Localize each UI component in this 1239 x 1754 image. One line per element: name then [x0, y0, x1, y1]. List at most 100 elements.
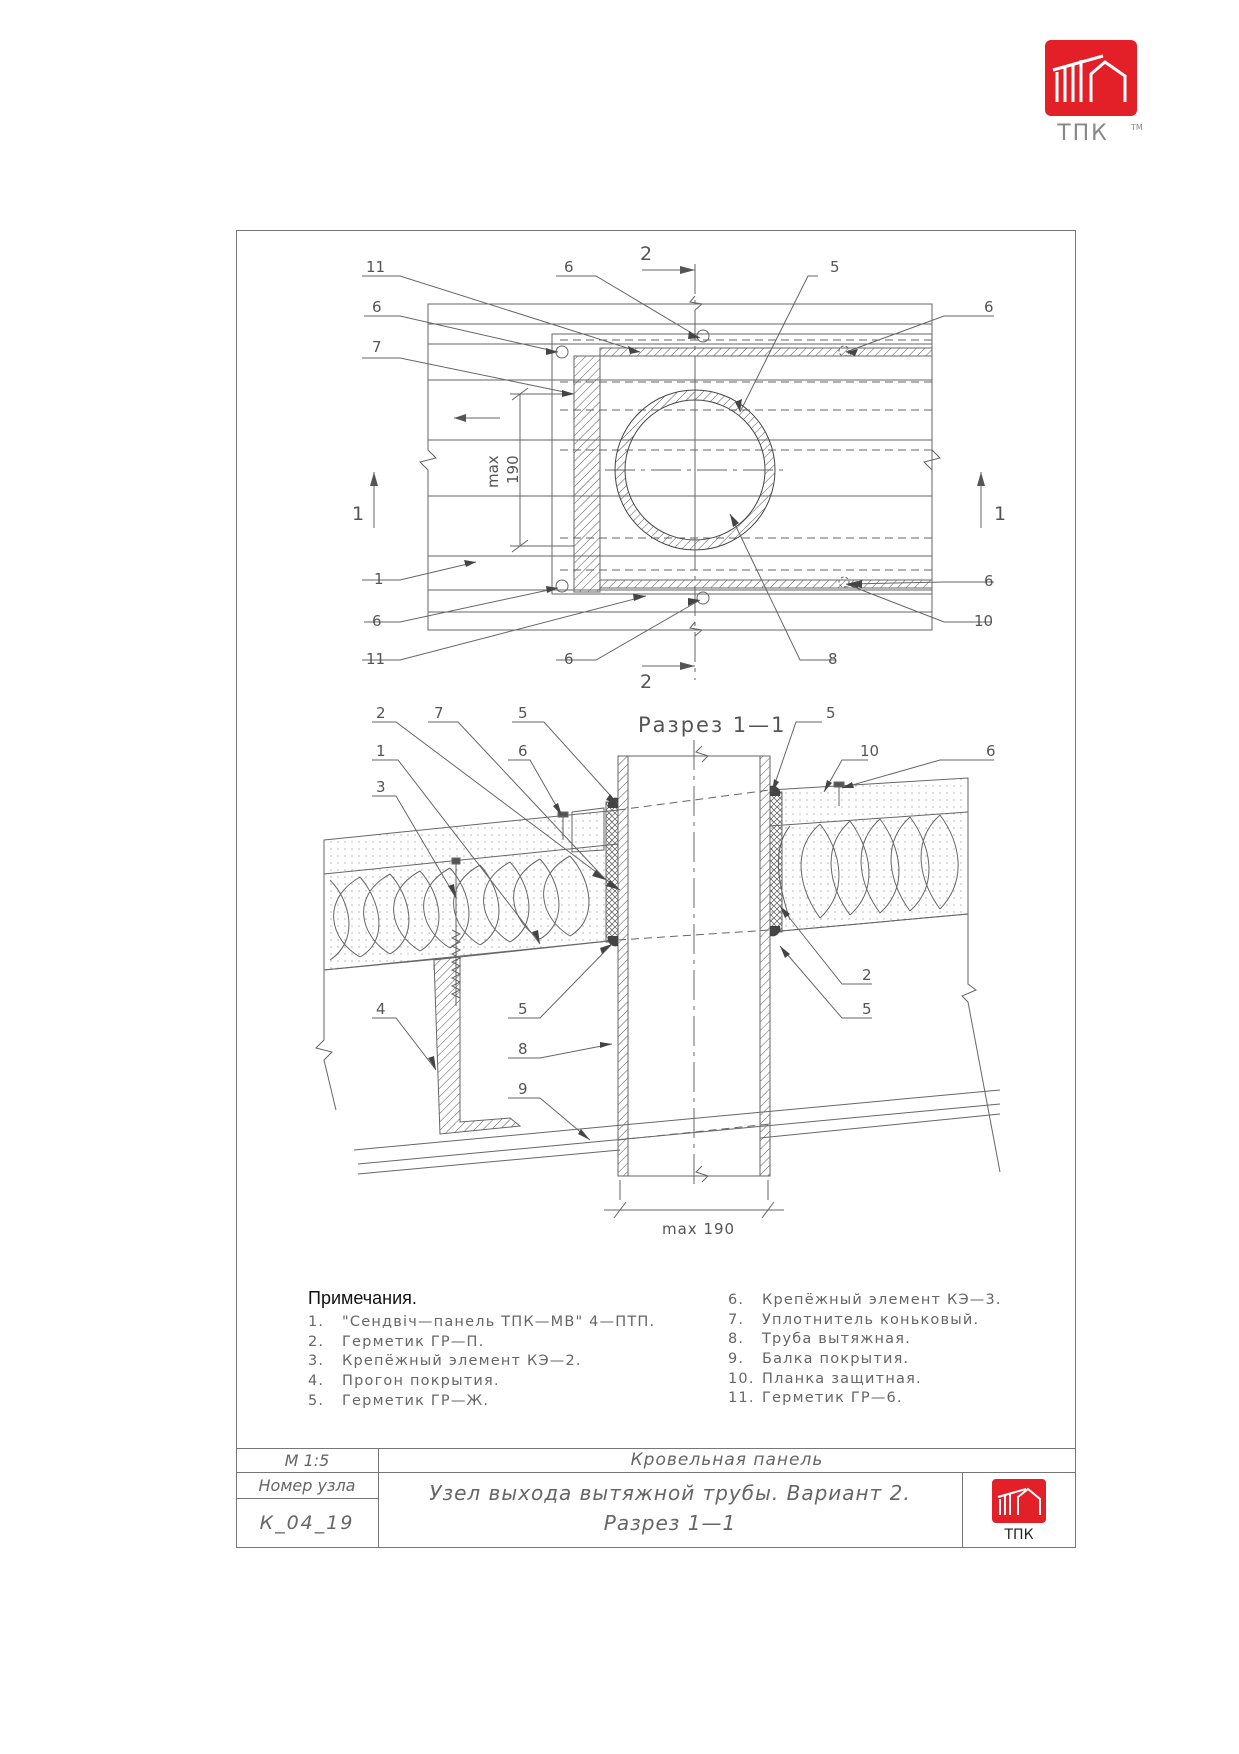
drawing-subtitle: Разрез 1—1: [603, 1511, 737, 1535]
section-sealant-left: [605, 801, 619, 943]
drawing-title: Узел выхода вытяжной трубы. Вариант 2.: [429, 1481, 911, 1505]
note-item: 6. Крепёжный элемент КЭ—3.: [728, 1291, 1002, 1311]
notes-list-left: 1. "Сендвiч—панель ТПК—МВ" 4—ПТП. 2.Герме…: [308, 1313, 728, 1411]
plan-section-mark-2-top: 2: [640, 243, 652, 265]
note-item: 8. Труба вытяжная.: [728, 1330, 1002, 1350]
notes-columns: 1. "Сендвiч—панель ТПК—МВ" 4—ПТП. 2.Герме…: [308, 1292, 1068, 1411]
section-callout-4: 4: [376, 1000, 386, 1018]
note-item: 10. Планка защитная.: [728, 1370, 1002, 1390]
plan-dimension-value: 190: [504, 455, 522, 484]
section-panel-right: [769, 777, 969, 933]
section-callout-2-top: 2: [376, 704, 386, 722]
section-view: [315, 721, 1001, 1219]
plan-view: [362, 264, 994, 680]
note-item: 1. "Сендвiч—панель ТПК—МВ" 4—ПТП.: [308, 1313, 728, 1333]
note-item: 4. Прогон покрытия.: [308, 1372, 728, 1392]
note-text: Балка покрытия.: [762, 1351, 910, 1368]
notes-block: Примечания. 1. "Сендвiч—панель ТПК—МВ" 4—…: [308, 1288, 1068, 1411]
note-number: 3.: [308, 1353, 325, 1370]
plan-opening: [551, 333, 933, 595]
note-number: 6.: [728, 1292, 745, 1308]
callout-10: 10: [974, 612, 993, 630]
category-label: Кровельная панель: [630, 1450, 824, 1470]
note-text: Труба вытяжная.: [762, 1331, 912, 1348]
section-wool-left: [329, 855, 590, 961]
callout-7: 7: [372, 338, 382, 356]
callout-6-bottom-left: 6: [372, 612, 382, 630]
section-fastener-ke3-left: [557, 811, 569, 840]
note-number: 10.: [728, 1370, 755, 1387]
scale-label: М 1:5: [284, 1450, 330, 1470]
callout-6-top-right: 6: [984, 298, 994, 316]
section-pipe-wall-left: [617, 755, 629, 1177]
section-callout-7: 7: [434, 704, 444, 722]
note-item: 5.Герметик ГР—Ж.: [308, 1392, 728, 1412]
note-item: 7. Уплотнитель коньковый.: [728, 1311, 1002, 1331]
note-number: 9.: [728, 1351, 745, 1368]
notes-list-right: 6. Крепёжный элемент КЭ—3. 7. Уплотнитель …: [728, 1291, 1002, 1411]
note-item: 3.Крепёжный элемент КЭ—2.: [308, 1352, 728, 1372]
plan-strip-bottom: [599, 579, 933, 589]
callout-6-top-center: 6: [564, 258, 574, 276]
note-number: 7.: [728, 1311, 745, 1328]
section-callout-6-right: 6: [986, 742, 996, 760]
plan-section-mark-1-right: 1: [994, 503, 1006, 525]
callout-6-bottom-center: 6: [564, 650, 574, 668]
note-text: Герметик ГР—6.: [762, 1390, 903, 1407]
note-text: Уплотнитель коньковый.: [762, 1311, 980, 1328]
section-callout-6-left: 6: [518, 742, 528, 760]
section-purlin: [433, 956, 522, 1135]
node-number: К_04_19: [259, 1512, 355, 1534]
section-sealant-right: [769, 791, 783, 933]
note-item: 2.Герметик ГР—П.: [308, 1333, 728, 1353]
section-callout-2-right: 2: [862, 966, 872, 984]
section-labels: Разрез 1—1 max 190 2 7 5 5 10 6 1 6 3 2 …: [376, 704, 996, 1238]
section-dimension: max 190: [662, 1220, 735, 1238]
title-block-logo-text: ТПК: [1003, 1527, 1033, 1543]
note-item: 11. Герметик ГР—6.: [728, 1389, 1002, 1409]
note-text: Герметик ГР—П.: [342, 1333, 485, 1350]
callout-5-top: 5: [830, 258, 840, 276]
note-number: 11.: [728, 1390, 755, 1407]
section-callout-10: 10: [860, 742, 879, 760]
logo-house-icon: [1052, 54, 1127, 102]
section-callout-3: 3: [376, 778, 386, 796]
callout-8: 8: [828, 650, 838, 668]
plan-section-mark-1-left: 1: [352, 503, 364, 525]
note-number: 1.: [308, 1314, 325, 1330]
plan-section-mark-2-bottom: 2: [640, 671, 652, 693]
note-text: Планка защитная.: [762, 1370, 922, 1387]
callout-6-right: 6: [984, 572, 994, 590]
plan-labels: 2 2 1 1 max 190 11 6 5 6 6 7 1 6 11 6 8 …: [352, 243, 1006, 693]
note-item: 9. Балка покрытия.: [728, 1350, 1002, 1370]
node-number-label: Номер узла: [258, 1475, 356, 1495]
note-text: Крепёжный элемент КЭ—3.: [762, 1292, 1002, 1308]
callout-11-top: 11: [366, 258, 385, 276]
section-callout-5-bottom-left: 5: [518, 1000, 528, 1018]
section-callout-9: 9: [518, 1080, 528, 1098]
title-block: М 1:5 Кровельная панель Номер узла К_04_…: [236, 1448, 1076, 1548]
section-title: Разрез 1—1: [638, 713, 787, 737]
plan-ridge-filler: [573, 355, 601, 593]
section-callout-5-bottom-right: 5: [862, 1000, 872, 1018]
note-number: 8.: [728, 1331, 745, 1348]
plan-strip-top: [599, 347, 933, 357]
section-fastener-ke3-right: [833, 781, 845, 806]
drawing-sheet: [236, 230, 1076, 1548]
note-text: "Сендвiч—панель ТПК—МВ" 4—ПТП.: [342, 1314, 656, 1330]
section-fastener-ke2: [450, 857, 462, 1006]
section-callout-5-top-left: 5: [518, 704, 528, 722]
logo-trademark: TM: [1130, 123, 1143, 132]
note-text: Герметик ГР—Ж.: [342, 1392, 490, 1409]
brand-logo: ТПК TM: [1033, 36, 1143, 146]
section-panel-left: [323, 809, 619, 971]
plan-dimension-max: max: [484, 455, 502, 488]
callout-11-bottom: 11: [366, 650, 385, 668]
notes-title: Примечания.: [308, 1288, 417, 1308]
section-callout-1: 1: [376, 742, 386, 760]
note-text: Прогон покрытия.: [342, 1373, 500, 1390]
note-number: 4.: [308, 1373, 325, 1390]
section-callout-8: 8: [518, 1040, 528, 1058]
logo-text: ТПК: [1056, 121, 1109, 146]
